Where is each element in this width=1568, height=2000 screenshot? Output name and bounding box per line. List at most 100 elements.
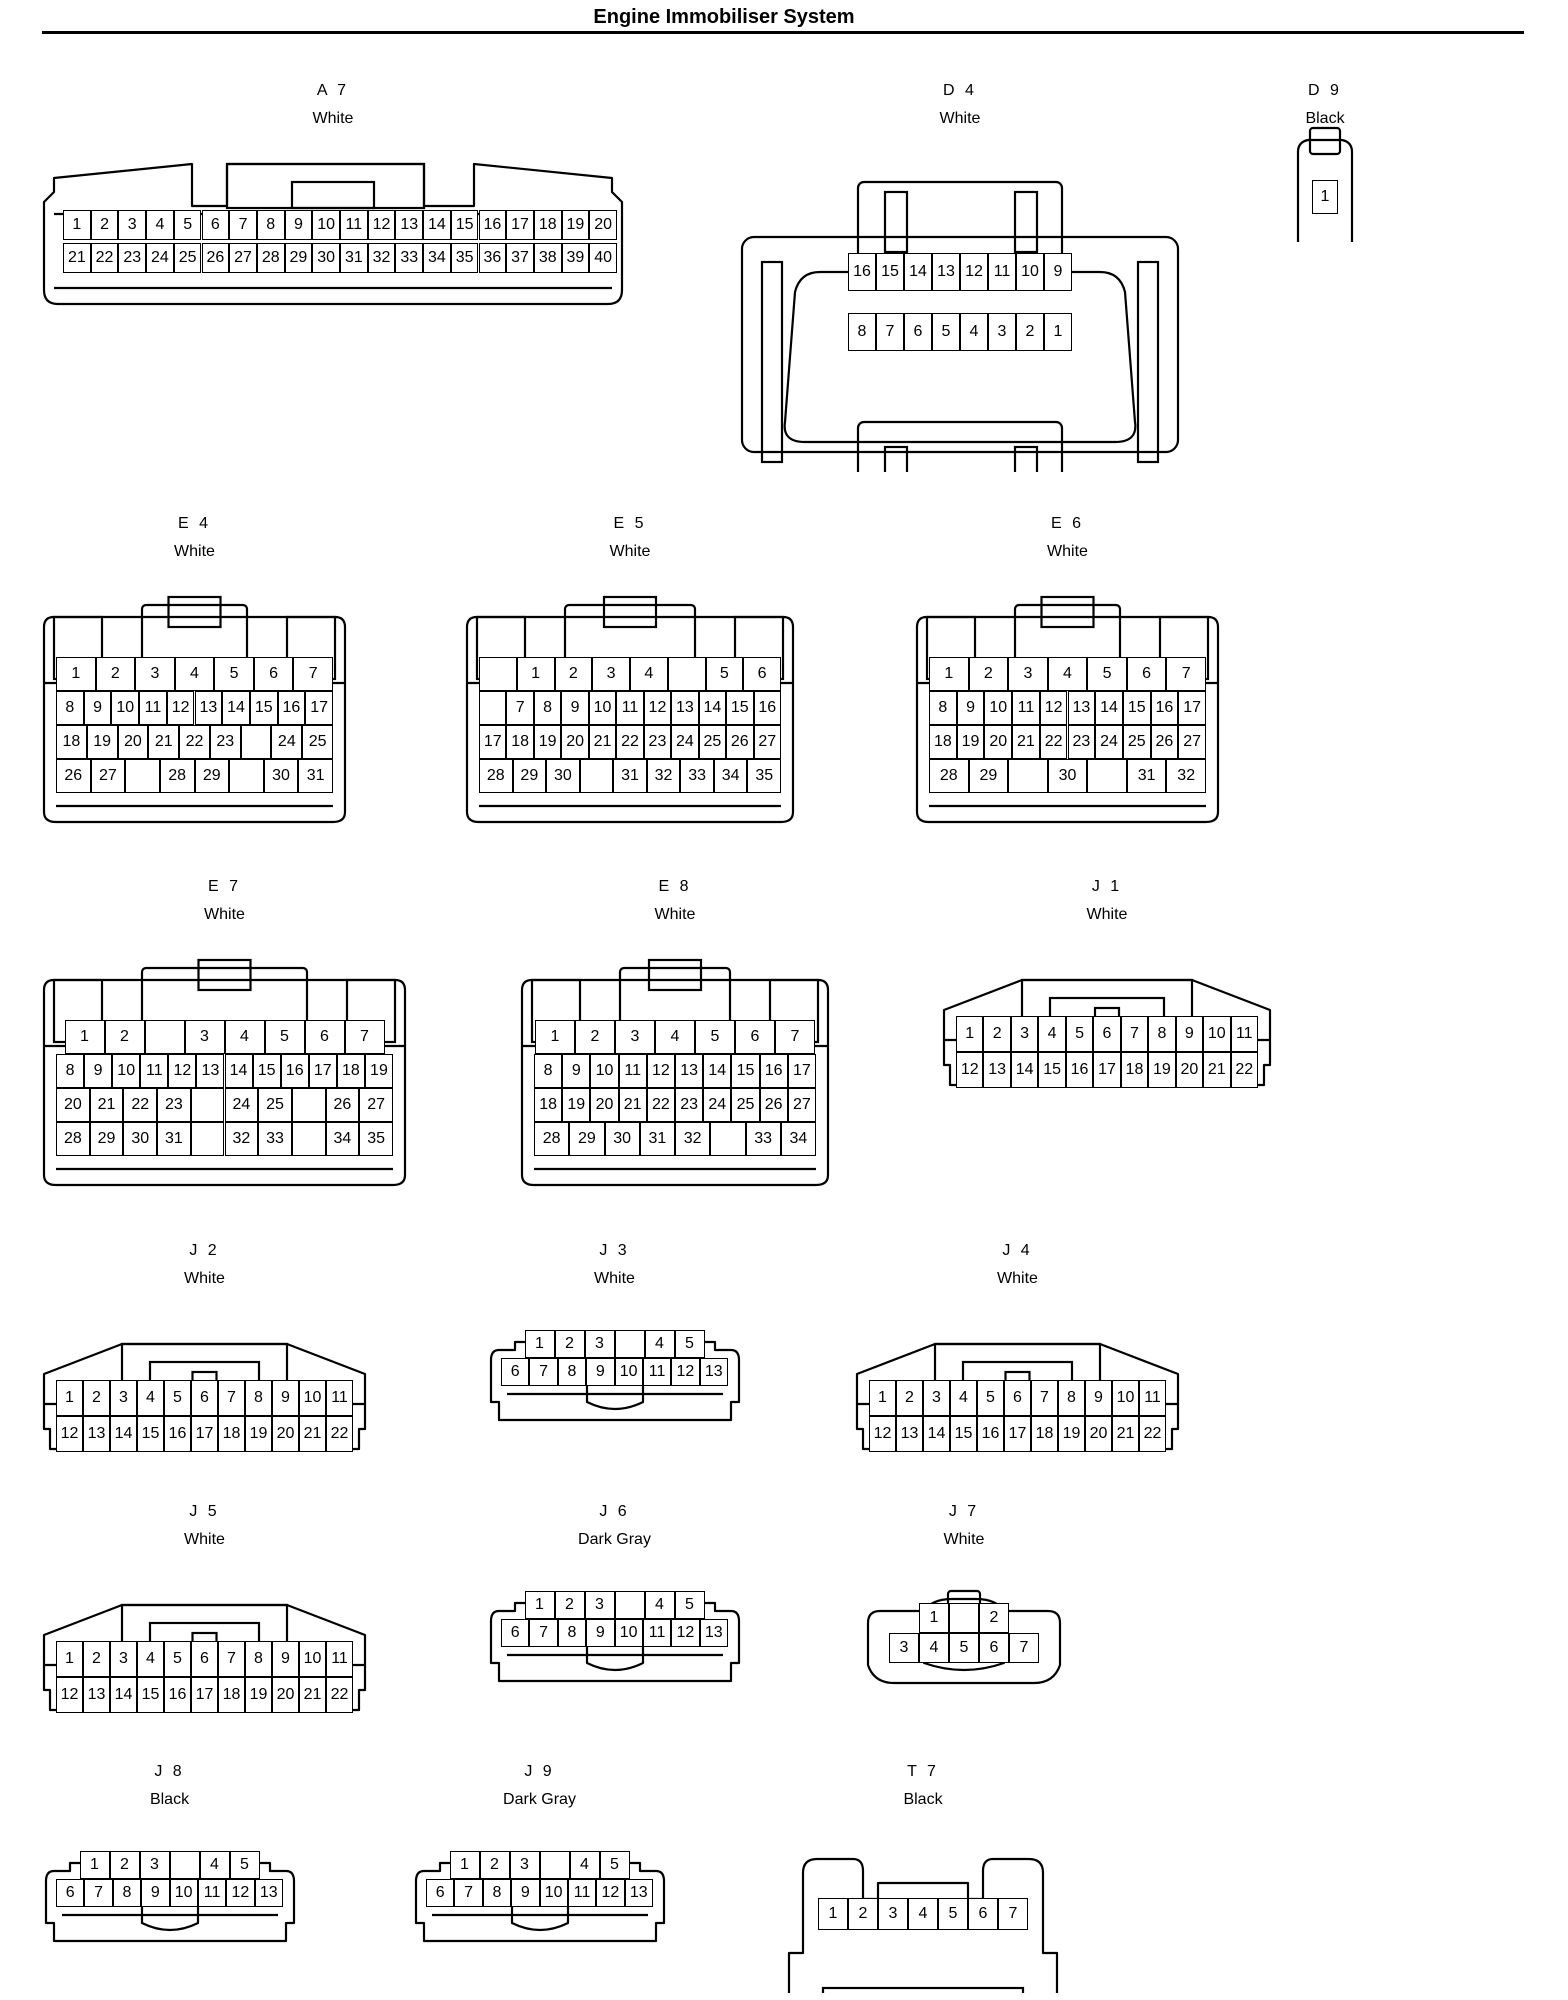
pin-23: 23	[157, 1088, 191, 1122]
pin-5: 5	[674, 1330, 705, 1358]
pin-18: 18	[56, 725, 87, 759]
pin-14: 14	[1095, 691, 1123, 725]
pin-3: 3	[110, 1380, 137, 1416]
pin-1: 1	[524, 1591, 555, 1619]
pin-9: 9	[586, 1358, 615, 1386]
pin-31: 31	[157, 1122, 191, 1156]
terminal-rail	[821, 1986, 1025, 1993]
pin-25: 25	[1122, 725, 1151, 759]
pin-12: 12	[166, 691, 195, 725]
pin-5: 5	[173, 210, 202, 240]
pin-6: 6	[979, 1633, 1009, 1663]
connector-color: White	[594, 1270, 635, 1287]
pin-28: 28	[479, 759, 513, 793]
pin-22: 22	[179, 725, 210, 759]
pin-7: 7	[1031, 1380, 1058, 1416]
pin-5: 5	[264, 1020, 305, 1054]
pin-32: 32	[646, 759, 681, 793]
pin-6: 6	[56, 1879, 85, 1907]
pin-1: 1	[535, 1020, 575, 1054]
pin-33: 33	[745, 1122, 781, 1156]
pin-2: 2	[90, 210, 119, 240]
pin-2: 2	[979, 1603, 1009, 1633]
latch-arm	[585, 1350, 645, 1411]
latch-slot	[1013, 190, 1039, 254]
connector-housing	[740, 122, 1180, 472]
pin-1: 1	[56, 1380, 83, 1416]
pin-32: 32	[675, 1122, 711, 1156]
pin-22: 22	[326, 1677, 353, 1713]
pin-cavity-blank	[169, 1851, 200, 1879]
pin-9: 9	[272, 1380, 299, 1416]
pin-1: 1	[956, 1016, 984, 1052]
pin-18: 18	[1120, 1052, 1149, 1088]
connector-color: Dark Gray	[578, 1531, 651, 1548]
pin-12: 12	[596, 1879, 625, 1907]
pin-28: 28	[56, 1122, 90, 1156]
pin-16: 16	[848, 253, 876, 291]
pin-7: 7	[529, 1619, 558, 1647]
pin-2: 2	[479, 1851, 510, 1879]
pin-3: 3	[988, 313, 1016, 351]
housing-outline	[1296, 138, 1354, 242]
pin-12: 12	[226, 1879, 255, 1907]
pin-13: 13	[699, 1619, 728, 1647]
pin-10: 10	[614, 1619, 643, 1647]
pin-7: 7	[506, 691, 534, 725]
pin-24: 24	[271, 725, 303, 759]
pin-8: 8	[56, 1054, 85, 1088]
latch-tab	[167, 595, 222, 629]
pin-10: 10	[984, 691, 1013, 725]
pin-30: 30	[263, 759, 299, 793]
pin-5: 5	[1087, 657, 1127, 691]
pin-17: 17	[506, 210, 534, 240]
latch-tab	[1040, 595, 1095, 629]
pin-16: 16	[1150, 691, 1179, 725]
pin-3: 3	[889, 1633, 919, 1663]
connector-color: White	[312, 110, 354, 127]
pin-1: 1	[524, 1330, 555, 1358]
pin-25: 25	[731, 1088, 760, 1122]
latch-cover	[225, 162, 426, 210]
pin-33: 33	[680, 759, 714, 793]
pin-7: 7	[876, 313, 904, 351]
pin-cavity-blank	[539, 1851, 570, 1879]
pin-39: 39	[561, 243, 590, 273]
pin-6: 6	[904, 313, 932, 351]
pin-37: 37	[506, 243, 534, 273]
pin-7: 7	[998, 1898, 1028, 1930]
pin-17: 17	[305, 691, 333, 725]
pin-9: 9	[272, 1641, 299, 1677]
pin-32: 32	[367, 243, 396, 273]
pin-31: 31	[1126, 759, 1167, 793]
pin-7: 7	[84, 1879, 113, 1907]
pin-30: 30	[546, 759, 580, 793]
pin-23: 23	[209, 725, 241, 759]
pin-cavity-blank	[479, 657, 517, 691]
pin-14: 14	[110, 1416, 137, 1452]
pin-34: 34	[780, 1122, 816, 1156]
pin-31: 31	[639, 1122, 675, 1156]
connector-id: E 4	[177, 515, 211, 532]
pin-34: 34	[325, 1122, 360, 1156]
pin-16: 16	[1065, 1052, 1094, 1088]
pin-1: 1	[56, 657, 96, 691]
pin-21: 21	[89, 1088, 124, 1122]
pin-4: 4	[950, 1380, 977, 1416]
pin-14: 14	[703, 1054, 732, 1088]
connector-id: J 7	[948, 1503, 980, 1520]
pin-13: 13	[83, 1416, 110, 1452]
pin-3: 3	[584, 1330, 615, 1358]
pin-17: 17	[479, 725, 507, 759]
pin-14: 14	[698, 691, 727, 725]
connector-color: White	[609, 543, 651, 560]
pin-17: 17	[1004, 1416, 1031, 1452]
connector-id: D 4	[943, 82, 977, 99]
connector-id: T 7	[907, 1763, 939, 1780]
pin-20: 20	[589, 210, 617, 240]
pin-10: 10	[299, 1641, 326, 1677]
pin-6: 6	[968, 1898, 998, 1930]
pin-cavity-blank	[125, 759, 160, 793]
